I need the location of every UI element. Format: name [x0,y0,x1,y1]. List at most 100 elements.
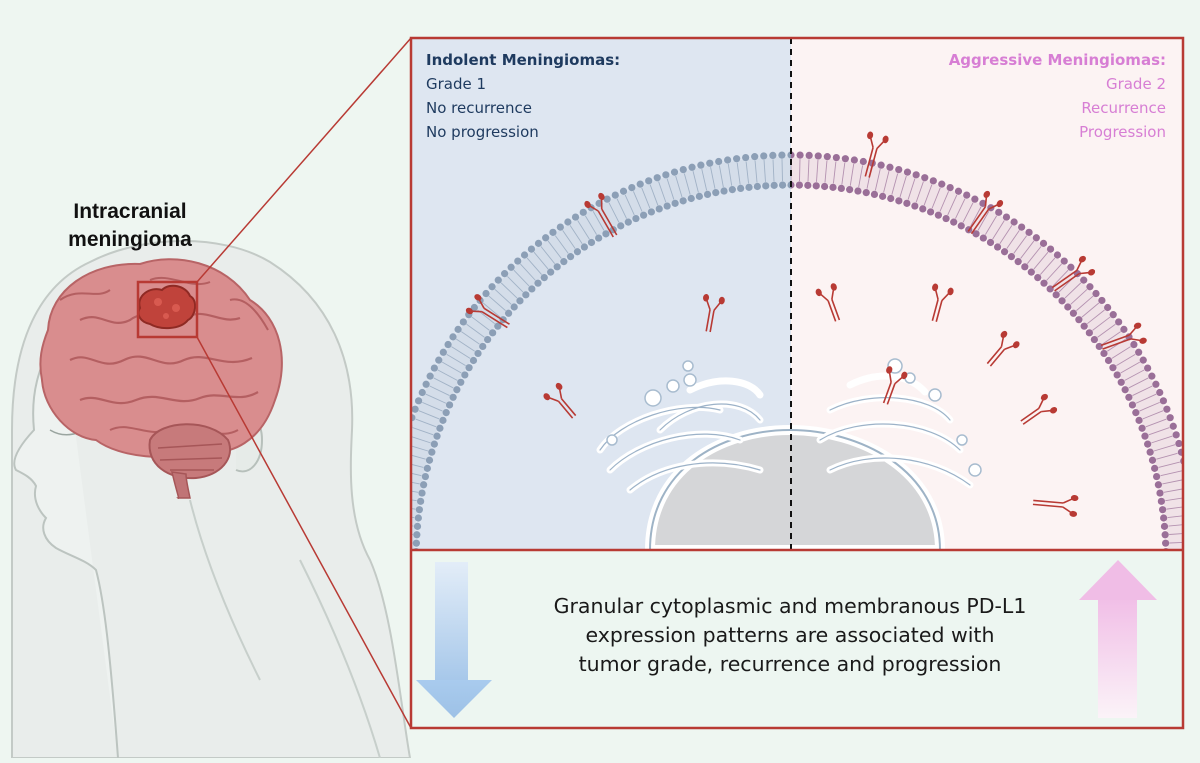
lipid-head [887,195,894,202]
lipid-head [628,184,635,191]
lipid-head [737,185,744,192]
lipid-head [842,155,849,162]
left-label-line1: Intracranial [40,198,220,226]
lipid-head [987,239,994,246]
lipid-head [413,540,420,547]
lipid-head [947,184,954,191]
lipid-head [1160,514,1167,521]
lipid-head [489,329,496,336]
lipid-head [415,514,422,521]
lipid-head [715,158,722,165]
lipid-head [729,186,736,193]
lipid-head [1138,425,1145,432]
lipid-head [769,152,776,159]
lipid-head [560,258,567,265]
lipid-head [927,208,934,215]
lipid-head [422,473,429,480]
lipid-head [595,234,602,241]
lipid-head [501,270,508,277]
lipid-head [913,171,920,178]
lipid-head [1109,364,1116,371]
lipid-head [383,538,390,545]
lipid-head [971,196,978,203]
aggressive-progression: Progression [949,120,1166,144]
lipid-head [465,364,472,371]
lipid-head [1130,341,1137,348]
lipid-tail [391,533,413,534]
lipid-head [391,475,398,482]
lipid-head [778,152,785,159]
lipid-head [1189,502,1196,509]
lipid-head [754,183,761,190]
lipid-head [484,336,491,343]
lipid-head [389,484,396,491]
lipid-head [1008,253,1015,260]
lipid-head [733,155,740,162]
lipid-head [1025,229,1032,236]
lipid-head [806,152,813,159]
lipid-head [431,441,438,448]
lipid-head [632,215,639,222]
caption-line3: tumor grade, recurrence and progression [520,650,1060,679]
lipid-head [838,185,845,192]
lipid-head [474,350,481,357]
lipid-head [612,192,619,199]
lipid-head [516,297,523,304]
lipid-head [935,212,942,219]
lipid-head [426,457,433,464]
lipid-head [672,200,679,207]
lipid-head [1170,423,1177,430]
lipid-head [428,449,435,456]
lipid-head [534,280,541,287]
lipid-head [1081,323,1088,330]
lipid-head [431,364,438,371]
lipid-head [1135,349,1142,356]
lipid-head [815,152,822,159]
aggressive-recurrence: Recurrence [949,96,1166,120]
lipid-head [751,153,758,160]
lipid-head [1011,218,1018,225]
lipid-head [942,215,949,222]
lipid-head [588,239,595,246]
lipid-head [1122,386,1129,393]
lipid-head [440,349,447,356]
zoom-line-top [197,38,411,282]
lipid-head [1162,540,1169,547]
lipid-head [1192,556,1199,563]
indolent-recurrence: No recurrence [426,96,620,120]
lipid-head [557,223,564,230]
lipid-head [1191,520,1198,527]
lipid-head [412,406,419,413]
summary-caption: Granular cytoplasmic and membranous PD-L… [520,592,1060,679]
lipid-head [688,164,695,171]
indolent-progression: No progression [426,120,620,144]
lipid-head [779,181,786,188]
lipid-head [461,371,468,378]
intracranial-meningioma-label: Intracranial meningioma [40,198,220,254]
lipid-head [1144,364,1151,371]
lipid-head [886,164,893,171]
lipid-head [1156,389,1163,396]
lipid-head [511,303,518,310]
lipid-head [433,433,440,440]
lipid-head [547,269,554,276]
lipid-head [656,205,663,212]
lipid-head [742,154,749,161]
lipid-head [654,174,661,181]
lipid-head [1098,297,1105,304]
lipid-head [930,177,937,184]
lipid-head [427,373,434,380]
lipid-head [1160,397,1167,404]
lipid-head [514,257,521,264]
lipid-head [1091,336,1098,343]
aggressive-heading: Aggressive Meningiomas: [949,48,1166,72]
lipid-head [572,213,579,220]
lipid-head [436,425,443,432]
lipid-head [980,234,987,241]
lipid-head [505,310,512,317]
left-label-line2: meningioma [40,226,220,254]
lipid-head [416,506,423,513]
lipid-head [482,290,489,297]
lipid-head [680,197,687,204]
lipid-head [383,547,390,554]
